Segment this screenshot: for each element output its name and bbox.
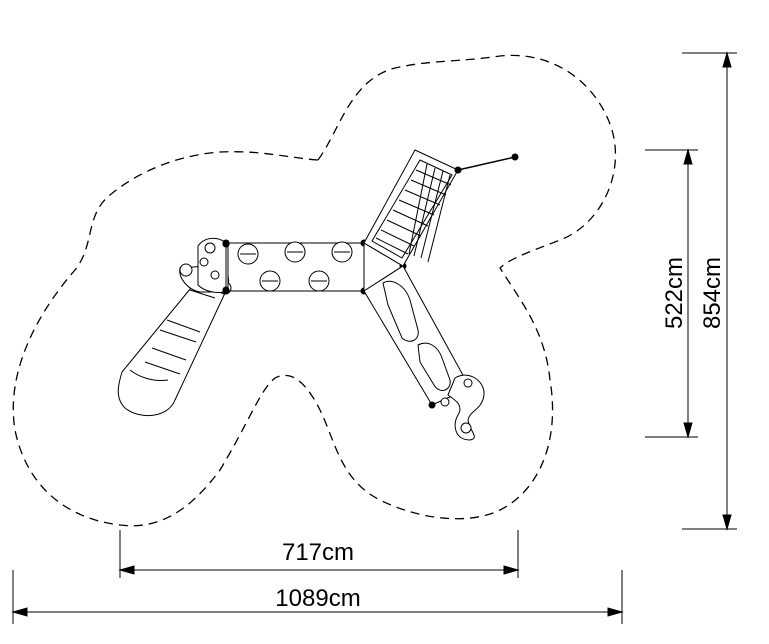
right-connector (440, 374, 485, 441)
safety-zone-outline (12, 54, 617, 527)
dimension-outer-height (682, 51, 737, 531)
climbing-net (363, 149, 519, 267)
dimension-inner-width (118, 530, 520, 578)
inner-height-label: 522cm (661, 257, 688, 329)
inner-width-label: 717cm (282, 539, 354, 566)
outer-width-label: 1089cm (275, 585, 360, 612)
ball-bridge (222, 239, 368, 295)
left-connector (197, 237, 230, 294)
outer-height-label: 854cm (699, 257, 726, 329)
dimension-inner-height (645, 148, 698, 439)
dimension-outer-width (11, 570, 624, 624)
